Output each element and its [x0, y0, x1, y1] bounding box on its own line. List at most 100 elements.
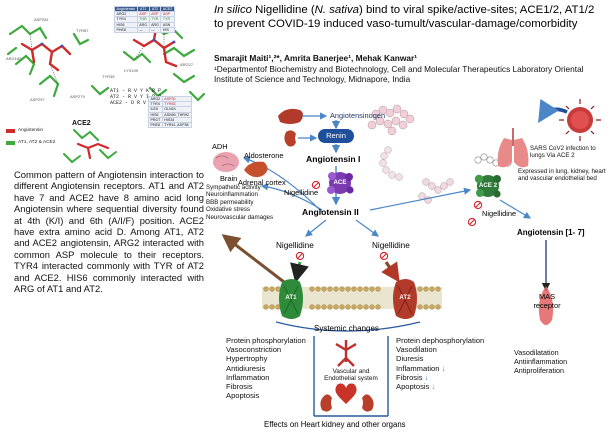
residue-label: ARG182: [6, 56, 22, 61]
inhibition-icon: [295, 251, 305, 261]
inhibition-icon: [473, 200, 483, 210]
residue-label: TYR35: [102, 74, 115, 79]
ace2-structure-icon: [63, 129, 117, 164]
angiotensin-1-label: Angiotensin I: [306, 154, 361, 164]
table-row: HIS6 ARG ARG ASN: [114, 21, 175, 28]
title-part-1: Nigellidine (: [251, 4, 315, 16]
authors: Smarajit Maiti¹,²*, Amrita Banerjee¹, Me…: [214, 53, 418, 63]
ang2-chain-icon: [418, 178, 454, 204]
nigellidine-label-at2: Nigellidine: [372, 241, 410, 250]
at1-effect-item: Protein phosphorylation: [226, 336, 306, 345]
brain-label: Brain: [220, 174, 238, 183]
arrow-ace2-ang17: [499, 199, 532, 219]
brain-effect-item: Sympathetic activity: [206, 184, 261, 191]
residue-label: TYR87: [76, 28, 89, 33]
sequence-row: ACE2 - D R V Y I H P F: [110, 100, 177, 107]
adrenal-cortex-icon: [244, 161, 268, 178]
brain-effect-item: Neurovascular damages: [206, 213, 274, 221]
angiotensin-17-label: Angiotensin [1- 7]: [517, 228, 585, 237]
expression-label: Expressed in lung, kidney, heart and vas…: [518, 168, 606, 183]
at2-effect-item: Vasodilation: [396, 345, 437, 355]
peptide-chain-icon: [367, 104, 415, 136]
residue-label: LYS199: [124, 68, 138, 73]
description-paragraph: Common pattern of Angiotensin interactio…: [14, 169, 204, 295]
molecule-structure-icon: [6, 22, 206, 102]
mas-effect-item: Antiproliferation: [514, 366, 564, 375]
at2-effect-item: Protein dephosphorylation: [396, 336, 485, 345]
at2-effect-text: Apoptosis: [396, 382, 430, 392]
legend-swatch-green: [6, 140, 15, 145]
legend-item: Angiotensin: [6, 128, 43, 133]
lungs-icon: [497, 128, 529, 168]
legend-item: AT1, AT2 & ACE2: [6, 140, 55, 145]
aldosterone-label: Aldosterone: [244, 151, 284, 160]
ang1-chain-icon: [379, 146, 403, 181]
arrow-ang2-nigellidine-left: [305, 219, 327, 237]
at2-label: AT2: [399, 294, 411, 301]
legend-label: AT1, AT2 & ACE2: [18, 140, 56, 145]
at1-effects-list: Protein phosphorylation Vasoconstriction…: [226, 336, 306, 400]
arrow-to-at2: [381, 261, 400, 283]
at2-receptor-icon: [393, 279, 417, 319]
sequence-alignment: AT1 - R V Y K R P AT2 - R V Y I R P ACE2…: [110, 88, 176, 107]
brain-effect-item: Neuroinflammation: [206, 191, 258, 199]
mas-effects-list: Vasodilatation Antiinflammation Antiprol…: [514, 348, 567, 375]
blood-vessel-icon: [335, 340, 357, 367]
residue-label: ARG27: [180, 62, 194, 67]
table-row: TYR4 THR TYR TYR: [114, 16, 175, 23]
adh-label: ADH: [212, 142, 228, 151]
systemic-changes-bracket: [275, 321, 421, 332]
at1-effect-item: Vasoconstriction: [226, 345, 282, 355]
inhibition-icon: [379, 251, 389, 261]
sequence-row: AT2 - R V Y I R P: [110, 94, 162, 101]
at1-effect-item: Antidiuresis: [226, 363, 266, 373]
nigellidine-label-ace2: Nigellidine: [482, 209, 517, 218]
ace2-label: ACE 2: [478, 182, 498, 189]
mas-receptor-label: MAS receptor: [533, 292, 561, 310]
interaction-table: Angiotensin AT1 AT2 ACE2 ARG2 ASP ASP AS…: [114, 5, 175, 33]
mas-effect-item: Antiinflammation: [514, 357, 568, 366]
adrenal-cortex-label: Adrenal cortex: [238, 178, 286, 187]
kidney-icon: [320, 394, 374, 412]
table-row: ARG2 ASP ASP ASP: [114, 11, 175, 18]
down-arrow-icon: ↓: [431, 382, 436, 392]
at2-effect-item: Fibrosis ↓: [396, 373, 484, 382]
at2-effect-item: Diuresis: [396, 354, 424, 364]
brain-effect-item: Oxidative stress: [206, 206, 251, 214]
inhibition-icon: [311, 180, 321, 190]
liver-icon: [278, 108, 303, 124]
heart-icon: [335, 383, 357, 404]
brain-icon: [213, 152, 239, 172]
at2-effects-list: Protein dephosphorylation Vasodilation D…: [396, 336, 484, 391]
kidney-icon: [284, 130, 296, 147]
at2-effect-item: Apoptosis ↓: [396, 382, 484, 391]
inhibition-icon: [467, 217, 477, 227]
at1-effect-item: Fibrosis: [226, 382, 253, 392]
arrow-ang2-ace2: [369, 187, 472, 211]
brain-effects-list: Sympathetic activity Neuroinflammation B…: [206, 184, 273, 221]
arrow-ang2-nigellidine-right: [355, 219, 379, 237]
table-cell: PHE8: [114, 26, 138, 33]
residue-label: ASP297: [30, 97, 45, 102]
angiotensinogen-label: Angiotensinogen: [330, 111, 386, 120]
table-row: PHE8 — — HIS: [114, 26, 175, 33]
brain-effect-item: BBB permeability: [206, 198, 254, 206]
title-italic-2: N. sativa: [314, 4, 359, 16]
at1-effect-item: Apoptosis: [226, 391, 260, 401]
at1-label: AT1: [285, 294, 297, 301]
ace-enzyme-icon: [327, 172, 354, 194]
at1-effect-item: Inflammation: [226, 372, 270, 382]
mas-receptor-icon: [538, 286, 554, 325]
legend-label: Angiotensin: [18, 128, 44, 133]
table-cell: TYR41, ASP38: [161, 121, 192, 129]
down-arrow-icon: ↓: [424, 372, 429, 382]
nigellidine-label-at1: Nigellidine: [276, 241, 314, 250]
at2-effect-item: Inflammation ↓: [396, 364, 484, 373]
sars-infection-label: SARS CoV2 infection to lungs Via ACE 2: [530, 145, 596, 160]
title-part-2: ) bind to viral spike/active-sites; ACE1…: [214, 4, 595, 31]
residue-label: ASP281: [34, 17, 49, 22]
